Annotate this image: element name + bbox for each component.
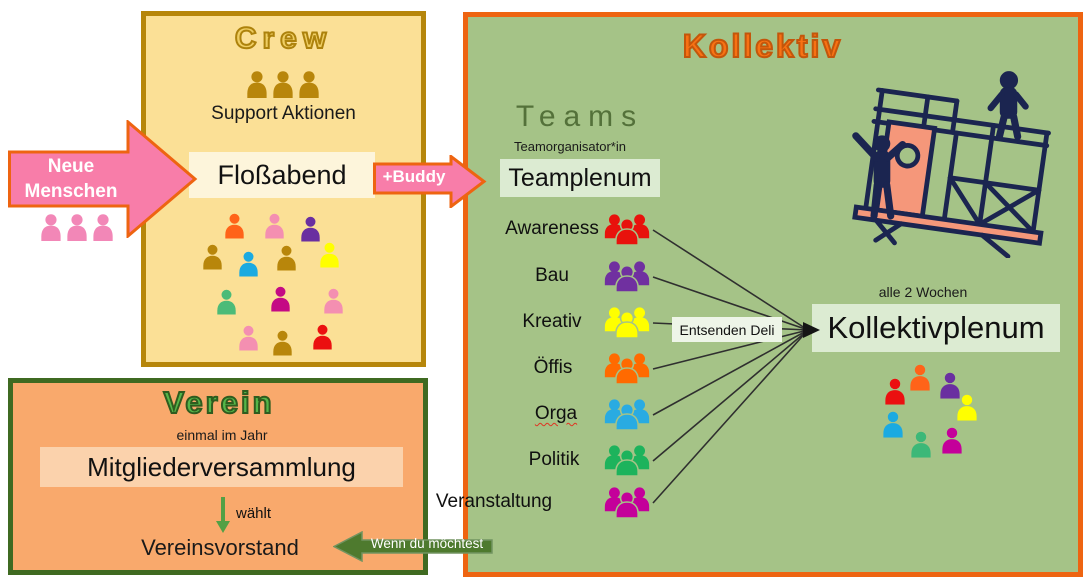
elects-label: wählt — [236, 505, 272, 522]
team-people-group-icon — [604, 487, 650, 518]
vereinsvorstand-label: Vereinsvorstand — [141, 535, 299, 560]
crew-person-icon — [270, 286, 291, 312]
elects-down-arrow-icon — [216, 497, 230, 533]
plenum-person-icon — [882, 411, 904, 438]
neue-menschen-label: Neue Menschen — [24, 156, 118, 202]
raft-figures — [852, 71, 1029, 220]
kollektiv-title: Kollektiv — [682, 27, 844, 65]
team-label-kreativ: Kreativ — [522, 311, 582, 332]
crew-person-icon — [224, 213, 245, 239]
team-people-group-icon — [604, 399, 650, 430]
wenn-du-moechtest-arrow — [333, 531, 493, 562]
mitgliederversammlung-label: Mitgliederversammlung — [40, 447, 403, 487]
crew-title: Crew — [234, 21, 333, 56]
crew-person-icon — [264, 213, 285, 239]
verein-schedule-label: einmal im Jahr — [176, 427, 268, 443]
crew-person-icon — [202, 244, 223, 270]
plenum-person-icon — [909, 364, 931, 391]
team-label-awareness: Awareness — [505, 218, 599, 239]
crew-person-icon — [312, 324, 333, 350]
team-people-group-icon — [604, 445, 650, 476]
crew-person-icon — [238, 251, 259, 277]
team-people-group-icon — [604, 307, 650, 338]
crew-person-icon — [319, 242, 340, 268]
team-label-veranstaltung: Veranstaltung — [435, 491, 553, 512]
crew-person-icon — [238, 325, 259, 351]
team-people-group-icon — [604, 261, 650, 292]
team-label-bau: Bau — [535, 265, 569, 286]
team-label-politik: Politik — [528, 449, 580, 470]
teamplenum-label: Teamplenum — [500, 159, 660, 197]
plenum-person-icon — [884, 378, 906, 405]
crew-subtitle: Support Aktionen — [211, 103, 356, 124]
plenum-person-icon — [956, 394, 978, 421]
plenum-schedule-label: alle 2 Wochen — [878, 284, 968, 300]
crew-person-icon — [300, 216, 321, 242]
plenum-person-icon — [910, 431, 932, 458]
crew-person-icon — [216, 289, 237, 315]
raft-illustration — [852, 71, 1051, 258]
team-people-group-icon — [604, 214, 650, 245]
crew-person-icon — [276, 245, 297, 271]
team-label-orga: Orga — [534, 403, 578, 424]
team-label-ffis: Öffis — [533, 357, 573, 378]
team-people-group-icon — [604, 353, 650, 384]
flossabend-label: Floßabend — [189, 152, 375, 198]
buddy-arrow-label: +Buddy — [382, 167, 446, 186]
plenum-person-icon — [941, 427, 963, 454]
crew-person-icon — [272, 330, 293, 356]
crew-people-trio-icon — [245, 71, 321, 98]
neue-menschen-arrow — [8, 120, 198, 238]
kollektivplenum-label: Kollektivplenum — [812, 304, 1060, 352]
wenn-du-moechtest-label: Wenn du möchtest — [370, 536, 484, 551]
crew-person-icon — [323, 288, 344, 314]
verein-title: Verein — [162, 384, 275, 421]
teamorganisator-label: Teamorganisator*in — [513, 139, 626, 154]
entsenden-deli-label: Entsenden Deli — [672, 317, 782, 342]
teams-heading: Teams — [515, 100, 645, 133]
buddy-arrow — [373, 155, 487, 208]
